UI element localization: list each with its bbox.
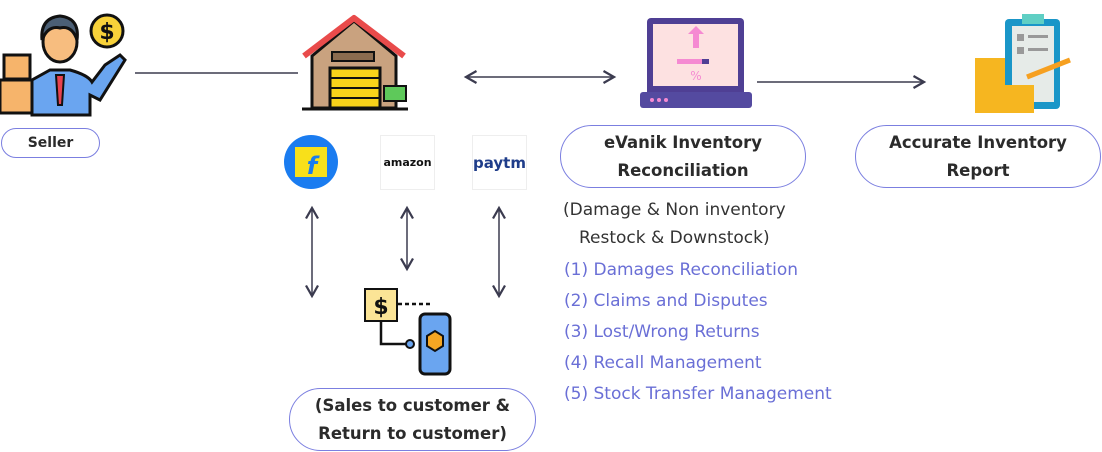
amazon-logo: amazon xyxy=(380,135,435,190)
seller-icon: $ xyxy=(0,13,127,117)
customer-pill: (Sales to customer &Return to customer) xyxy=(289,388,536,451)
reconciliation-note: (Damage & Non inventory Restock & Downst… xyxy=(563,200,786,248)
svg-text:$: $ xyxy=(373,295,388,320)
clipboard-report-icon xyxy=(975,14,1071,113)
feature-item: (1) Damages Reconciliation xyxy=(564,260,799,280)
seller-pill: Seller xyxy=(1,128,100,158)
laptop-icon: % xyxy=(640,18,752,108)
feature-item: (4) Recall Management xyxy=(564,353,762,373)
mobile-payment-icon: $ xyxy=(364,288,452,376)
flipkart-logo: f xyxy=(284,135,339,190)
svg-text:%: % xyxy=(690,69,701,83)
warehouse-icon xyxy=(302,15,408,111)
feature-item: (2) Claims and Disputes xyxy=(564,291,768,311)
paytm-logo: paytm xyxy=(472,135,527,190)
svg-text:$: $ xyxy=(99,20,114,45)
feature-item: (3) Lost/Wrong Returns xyxy=(564,322,760,342)
feature-item: (5) Stock Transfer Management xyxy=(564,384,832,404)
seller-label: Seller xyxy=(27,135,74,151)
svg-text:f: f xyxy=(307,152,320,180)
